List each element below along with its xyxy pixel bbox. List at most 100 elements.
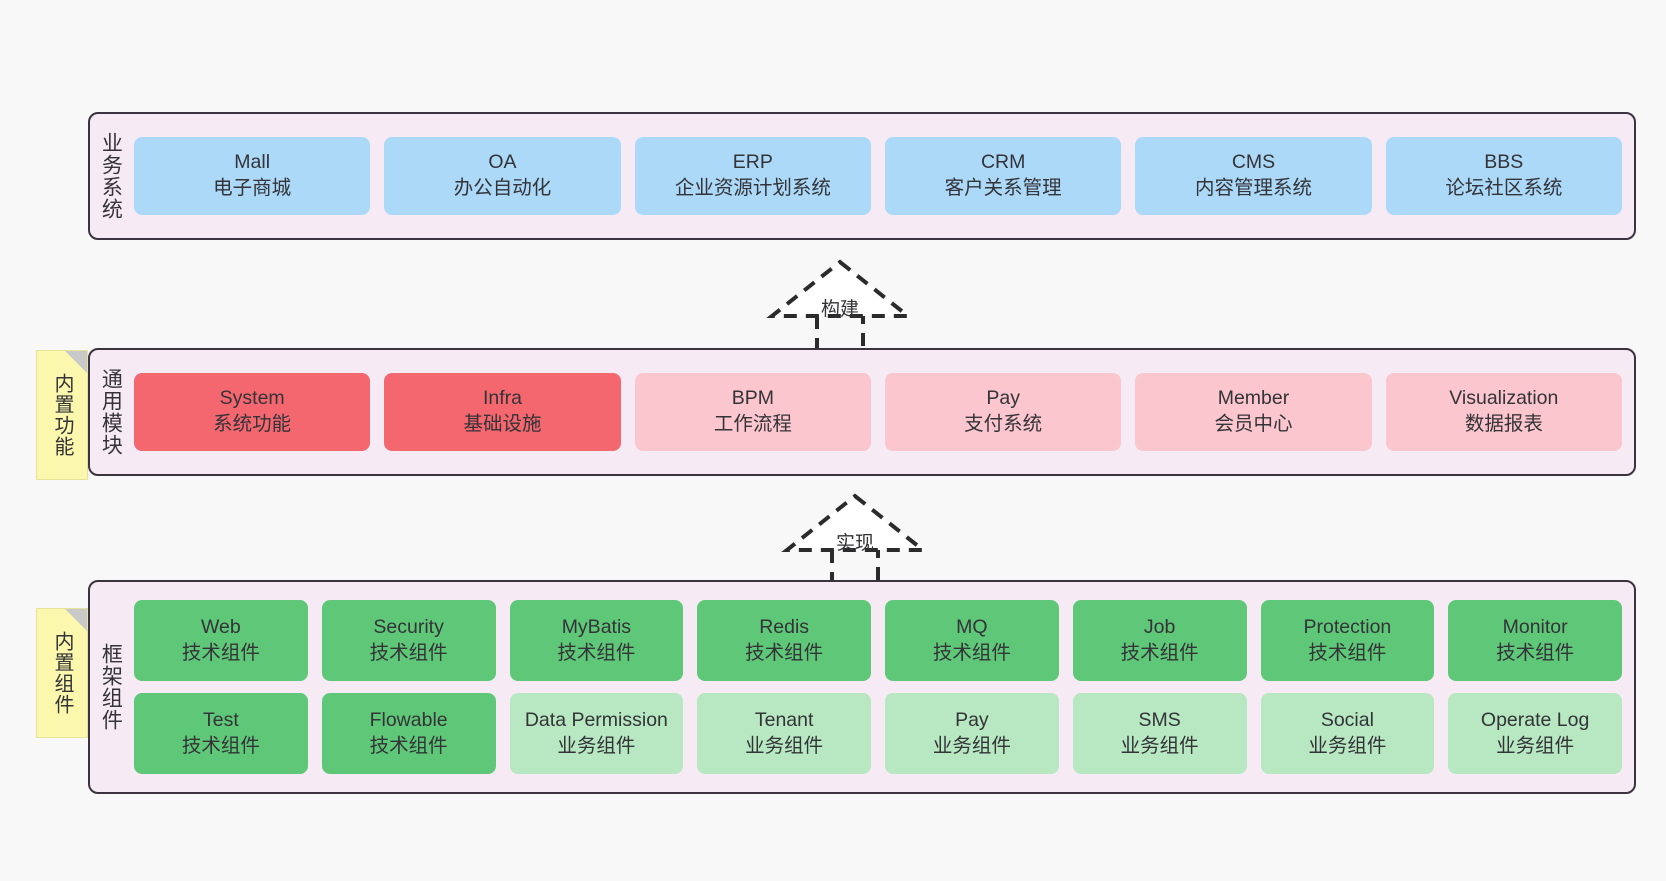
card-subtitle: 技术组件 <box>557 641 636 664</box>
card-title: Monitor <box>1502 615 1568 638</box>
card-title: MyBatis <box>561 615 632 638</box>
card-subtitle: 业务组件 <box>557 734 636 757</box>
card-subtitle: 电子商城 <box>213 177 292 199</box>
card-subtitle: 技术组件 <box>1496 641 1575 664</box>
card-subtitle: 内容管理系统 <box>1194 177 1312 199</box>
card-title: CMS <box>1231 151 1276 174</box>
card-common-module-4[interactable]: Member 会员中心 <box>1135 373 1372 451</box>
card-subtitle: 技术组件 <box>932 641 1011 664</box>
card-title: Pay <box>986 387 1020 410</box>
card-subtitle: 技术组件 <box>181 734 260 757</box>
card-framework-component-15[interactable]: Operate Log 业务组件 <box>1448 693 1622 774</box>
card-subtitle: 技术组件 <box>181 641 260 664</box>
card-title: Pay <box>955 708 989 731</box>
card-title: BPM <box>731 387 774 410</box>
card-title: Job <box>1143 615 1176 638</box>
note-builtin-component: 内置组件 <box>36 608 88 738</box>
card-subtitle: 业务组件 <box>932 734 1011 757</box>
card-framework-component-13[interactable]: SMS 业务组件 <box>1072 693 1247 774</box>
card-subtitle: 会员中心 <box>1214 413 1293 435</box>
connector-implement: 实现 <box>775 490 935 590</box>
card-common-module-3[interactable]: Pay 支付系统 <box>884 373 1122 451</box>
card-subtitle: 技术组件 <box>1308 641 1387 664</box>
card-subtitle: 业务组件 <box>1308 734 1387 757</box>
card-title: ERP <box>732 151 773 174</box>
card-subtitle: 业务组件 <box>745 734 824 757</box>
card-subtitle: 基础设施 <box>463 413 542 435</box>
card-framework-component-5[interactable]: Job 技术组件 <box>1072 600 1247 681</box>
card-subtitle: 办公自动化 <box>453 177 552 199</box>
card-business-system-1[interactable]: OA 办公自动化 <box>384 137 621 215</box>
card-common-module-0[interactable]: System 系统功能 <box>134 373 371 451</box>
card-subtitle: 论坛社区系统 <box>1445 177 1563 199</box>
card-subtitle: 业务组件 <box>1496 734 1575 757</box>
card-framework-component-12[interactable]: Pay 业务组件 <box>885 693 1059 774</box>
card-subtitle: 支付系统 <box>964 413 1043 435</box>
card-subtitle: 企业资源计划系统 <box>674 177 831 199</box>
card-business-system-5[interactable]: BBS 论坛社区系统 <box>1385 137 1622 215</box>
card-business-system-4[interactable]: CMS 内容管理系统 <box>1135 137 1372 215</box>
band-common-module: 通用模块 System 系统功能 Infra 基础设施 BPM 工作流程 Pay 支付系统 Me… <box>88 348 1636 476</box>
card-framework-component-3[interactable]: Redis 技术组件 <box>697 600 871 681</box>
band-body-common-module: System 系统功能 Infra 基础设施 BPM 工作流程 Pay 支付系统 Member 会… <box>130 350 1634 474</box>
card-framework-component-1[interactable]: Security 技术组件 <box>321 600 496 681</box>
card-framework-component-7[interactable]: Monitor 技术组件 <box>1448 600 1622 681</box>
band-label-common-module: 通用模块 <box>99 368 123 456</box>
card-title: Tenant <box>754 708 814 731</box>
card-framework-component-4[interactable]: MQ 技术组件 <box>885 600 1059 681</box>
card-framework-component-9[interactable]: Flowable 技术组件 <box>321 693 496 774</box>
card-subtitle: 技术组件 <box>1120 641 1199 664</box>
card-subtitle: 数据报表 <box>1464 413 1543 435</box>
card-title: System <box>219 387 285 410</box>
connector-build: 构建 <box>760 256 920 356</box>
card-subtitle: 业务组件 <box>1120 734 1199 757</box>
card-title: Infra <box>482 387 522 410</box>
card-title: Web <box>201 615 241 638</box>
card-framework-component-10[interactable]: Data Permission 业务组件 <box>509 693 684 774</box>
band-label-framework-component: 框架组件 <box>99 643 123 731</box>
card-framework-component-6[interactable]: Protection 技术组件 <box>1260 600 1435 681</box>
card-title: SMS <box>1138 708 1181 731</box>
card-subtitle: 技术组件 <box>745 641 824 664</box>
card-framework-component-14[interactable]: Social 业务组件 <box>1260 693 1435 774</box>
card-title: MQ <box>956 615 988 638</box>
note-builtin-function-label: 内置功能 <box>51 373 73 457</box>
card-title: Member <box>1217 387 1290 410</box>
band-label-business-system: 业务系统 <box>99 132 123 220</box>
card-framework-component-0[interactable]: Web 技术组件 <box>134 600 308 681</box>
card-framework-component-2[interactable]: MyBatis 技术组件 <box>509 600 684 681</box>
card-title: OA <box>488 151 517 174</box>
card-title: BBS <box>1484 151 1524 174</box>
card-subtitle: 技术组件 <box>369 734 448 757</box>
card-title: Protection <box>1303 615 1392 638</box>
card-title: Social <box>1320 708 1374 731</box>
card-framework-component-11[interactable]: Tenant 业务组件 <box>697 693 871 774</box>
card-common-module-2[interactable]: BPM 工作流程 <box>634 373 871 451</box>
note-fold-icon <box>65 609 87 631</box>
card-business-system-2[interactable]: ERP 企业资源计划系统 <box>634 137 871 215</box>
card-framework-component-8[interactable]: Test 技术组件 <box>134 693 308 774</box>
card-title: Data Permission <box>524 708 668 731</box>
card-subtitle: 工作流程 <box>713 413 792 435</box>
card-title: Flowable <box>369 708 448 731</box>
card-grid-common-module: System 系统功能 Infra 基础设施 BPM 工作流程 Pay 支付系统 Member 会… <box>134 373 1622 451</box>
card-subtitle: 客户关系管理 <box>944 177 1062 199</box>
card-subtitle: 系统功能 <box>213 413 292 435</box>
card-title: Redis <box>759 615 810 638</box>
card-title: Test <box>202 708 239 731</box>
card-common-module-1[interactable]: Infra 基础设施 <box>384 373 621 451</box>
card-title: Security <box>373 615 444 638</box>
card-subtitle: 技术组件 <box>369 641 448 664</box>
card-title: Operate Log <box>1480 708 1590 731</box>
note-fold-icon <box>65 351 87 373</box>
